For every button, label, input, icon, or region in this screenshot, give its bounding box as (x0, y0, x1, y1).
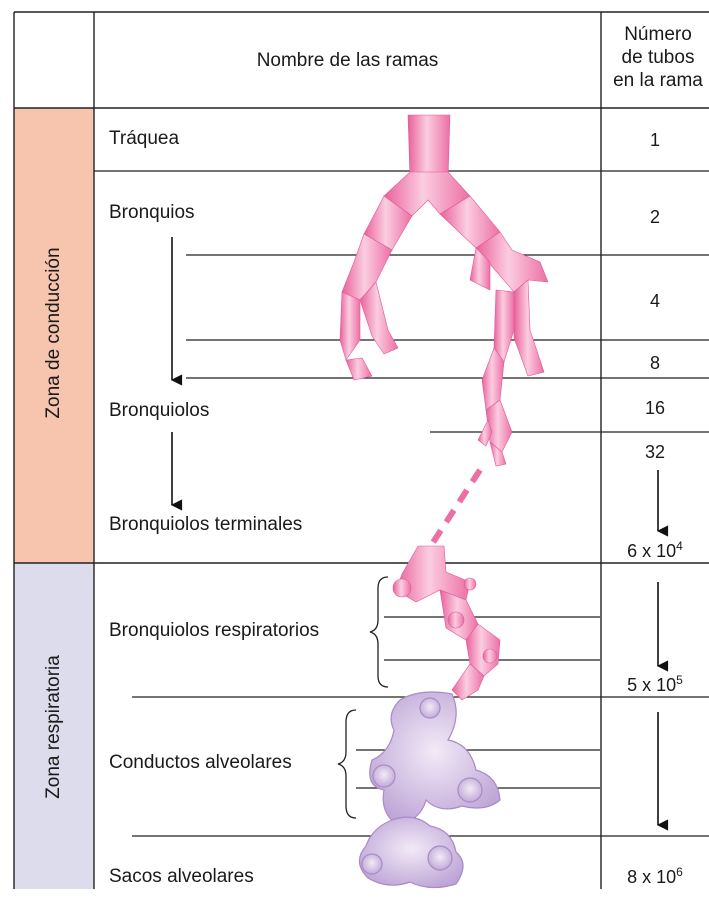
branch-names-header: Nombre de las ramas (94, 49, 601, 72)
branch-alveolar-sacs: Sacos alveolares (109, 866, 254, 888)
branch-bronchi: Bronquios (109, 202, 195, 224)
tube-count-header-line3: en la rama (601, 69, 709, 92)
alveolar-illustration (359, 692, 500, 888)
respiratory-zone-label: Zona respiratoria (43, 627, 65, 827)
branch-terminal-bronchioles: Bronquiolos terminales (109, 514, 302, 536)
count-terminal: 6 x 104 (601, 540, 709, 562)
respiratory-bronchioles-illustration (393, 546, 500, 700)
count-bronchi: 2 (601, 206, 709, 228)
count-4: 4 (601, 290, 709, 312)
count-sacs: 8 x 106 (601, 866, 709, 888)
airway-tree-illustration (340, 115, 548, 466)
count-sacs-base: 8 x 10 (627, 867, 676, 887)
branch-alveolar-ducts: Conductos alveolares (109, 752, 292, 774)
branch-respiratory-bronchioles: Bronquiolos respiratorios (109, 620, 319, 642)
count-trachea: 1 (601, 129, 709, 151)
branch-bronchioles: Bronquiolos (109, 400, 209, 422)
count-respiratory-exp: 5 (676, 673, 683, 687)
branch-trachea: Tráquea (109, 128, 179, 150)
conduction-zone-label: Zona de conducción (43, 233, 65, 433)
count-respiratory-base: 5 x 10 (627, 675, 676, 695)
count-sacs-exp: 6 (676, 865, 683, 879)
tube-count-header-line2: de tubos (601, 46, 709, 69)
brace-respiratory-bronchioles (370, 577, 388, 687)
count-32: 32 (601, 441, 709, 463)
count-8: 8 (601, 352, 709, 374)
count-respiratory: 5 x 105 (601, 674, 709, 696)
dashed-connection (432, 470, 480, 544)
tube-count-header: Número de tubos en la rama (601, 23, 709, 92)
brace-alveolar-ducts (338, 710, 356, 818)
count-16: 16 (601, 397, 709, 419)
tube-count-header-line1: Número (601, 23, 709, 46)
count-terminal-base: 6 x 10 (627, 541, 676, 561)
count-terminal-exp: 4 (676, 539, 683, 553)
